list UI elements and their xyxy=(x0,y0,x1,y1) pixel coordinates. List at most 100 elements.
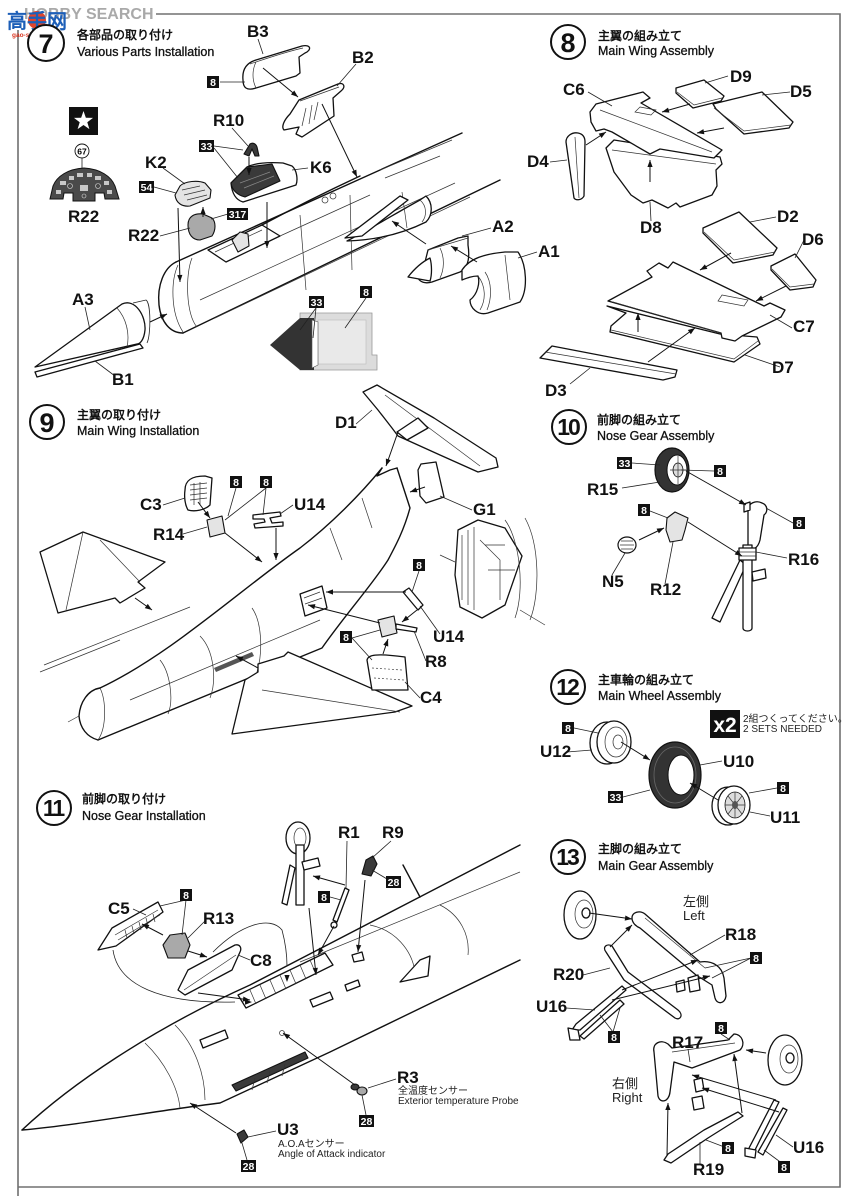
arrow-head-icon xyxy=(242,996,250,1002)
arrow-shaft xyxy=(357,879,366,953)
part-d5 xyxy=(712,91,794,135)
arrow-head-icon xyxy=(702,1087,710,1093)
r3-note-en: Exterior temperature Probe xyxy=(398,1096,519,1107)
part-label: D3 xyxy=(545,381,567,400)
part-c8 xyxy=(177,944,242,996)
svg-text:8: 8 xyxy=(416,560,422,572)
step-8-main-wing-assembly: 8 主翼の組み立て Main Wing Assembly xyxy=(527,24,824,400)
part-label: N5 xyxy=(602,572,624,591)
arrow-head-icon xyxy=(624,915,632,921)
part-label: R9 xyxy=(382,823,404,842)
step-number: 13 xyxy=(556,844,579,870)
paint-code-badge: 54 xyxy=(139,181,154,194)
part-label: A1 xyxy=(538,242,560,261)
part-label: U16 xyxy=(536,997,567,1016)
arrow-head-icon xyxy=(283,1033,291,1040)
arrow-shaft xyxy=(611,975,711,1001)
step-title-en: Nose Gear Installation xyxy=(82,809,206,823)
part-u16-right xyxy=(744,1099,788,1159)
part-label: K2 xyxy=(145,153,167,172)
svg-text:33: 33 xyxy=(610,792,622,804)
arrow-head-icon xyxy=(383,639,389,647)
quantity-note-jp: 2組つくってください。 xyxy=(743,712,848,725)
arrow-shaft xyxy=(647,327,696,363)
part-d4 xyxy=(565,132,586,201)
part-u16-left xyxy=(567,985,627,1041)
assembly-path-curves xyxy=(112,922,288,1003)
arrow-head-icon xyxy=(662,107,670,113)
paint-code-badge: 28 xyxy=(241,1160,256,1173)
step-number-badge: 9 xyxy=(29,404,65,440)
arrow-head-icon xyxy=(451,246,459,252)
svg-text:33: 33 xyxy=(311,297,323,309)
side-label-left-en: Left xyxy=(683,908,705,923)
r3-note-jp: 全温度センサー xyxy=(398,1084,468,1097)
part-r18 xyxy=(631,911,727,1004)
svg-text:8: 8 xyxy=(781,1162,787,1174)
svg-text:8: 8 xyxy=(611,1032,617,1044)
paint-code-badge: 33 xyxy=(617,457,632,470)
part-label: R17 xyxy=(672,1033,703,1052)
step-title-jp: 主翼の組み立て xyxy=(598,28,682,43)
part-r10 xyxy=(243,142,260,157)
arrow-head-icon xyxy=(142,924,150,930)
part-r19 xyxy=(663,1111,744,1164)
paint-code-badge: 28 xyxy=(359,1115,374,1128)
arrow-shaft xyxy=(321,103,358,178)
paint-code-badge: 8 xyxy=(413,559,425,572)
svg-text:8: 8 xyxy=(321,892,327,904)
part-label: D5 xyxy=(790,82,812,101)
step-number-badge: 12 xyxy=(550,669,586,705)
step-10-nose-gear-assembly: 10 前脚の組み立て Nose Gear Assembly R15 R16 N5 xyxy=(551,409,819,632)
step-12-main-wheel-assembly: 12 主車輪の組み立て Main Wheel Assembly x2 2組つくっ… xyxy=(540,669,848,827)
part-r20 xyxy=(603,944,682,1020)
svg-text:33: 33 xyxy=(201,141,213,153)
part-d9 xyxy=(675,79,725,109)
arrow-shaft xyxy=(308,907,317,976)
part-d8 xyxy=(605,139,723,209)
part-label: R15 xyxy=(587,480,618,499)
paint-code-badge: 317 xyxy=(227,208,248,221)
arrow-shaft xyxy=(197,992,251,1001)
part-label: K6 xyxy=(310,158,332,177)
arrow-head-icon xyxy=(318,947,324,955)
part-r12 xyxy=(665,511,689,543)
paint-code-badge: 8 xyxy=(180,889,192,902)
part-d3 xyxy=(539,345,678,381)
instrument-panel-decal xyxy=(49,167,120,202)
part-label: U10 xyxy=(723,752,754,771)
step-title-en: Various Parts Installation xyxy=(77,45,214,59)
part-label: R12 xyxy=(650,580,681,599)
arrow-shaft xyxy=(588,912,633,920)
svg-text:8: 8 xyxy=(780,783,786,795)
step-title-en: Main Wing Assembly xyxy=(598,44,715,58)
part-u12 xyxy=(589,720,632,765)
part-label: C3 xyxy=(140,495,162,514)
arrow-head-icon xyxy=(203,510,210,518)
part-label: R3 xyxy=(397,1068,419,1087)
svg-text:8: 8 xyxy=(796,518,802,530)
arrow-head-icon xyxy=(665,1103,671,1111)
decal-reference: 67 xyxy=(49,107,120,202)
arrow-shaft xyxy=(685,470,747,506)
step-number-badge: 8 xyxy=(550,24,586,60)
arrow-head-icon xyxy=(290,90,298,97)
part-r15-wheel xyxy=(654,447,690,493)
step-title-jp: 主脚の組み立て xyxy=(598,841,682,856)
arrow-shaft xyxy=(307,604,381,624)
arrow-head-icon xyxy=(697,129,705,135)
step-number: 9 xyxy=(39,408,54,438)
arrow-shaft xyxy=(666,1102,669,1157)
step-title-en: Main Gear Assembly xyxy=(598,859,714,873)
part-r3 xyxy=(350,1083,368,1096)
part-u14-lower xyxy=(402,587,424,611)
u3-note-en: Angle of Attack indicator xyxy=(278,1149,386,1160)
part-label: D7 xyxy=(772,358,794,377)
paint-code-badge: 8 xyxy=(340,631,352,644)
arrow-head-icon xyxy=(190,1103,198,1110)
arrow-shaft xyxy=(189,1102,237,1134)
arrow-head-icon xyxy=(746,1048,754,1054)
part-k2 xyxy=(174,180,212,207)
arrow-head-icon xyxy=(273,553,279,560)
main-wheel-left xyxy=(563,890,597,940)
